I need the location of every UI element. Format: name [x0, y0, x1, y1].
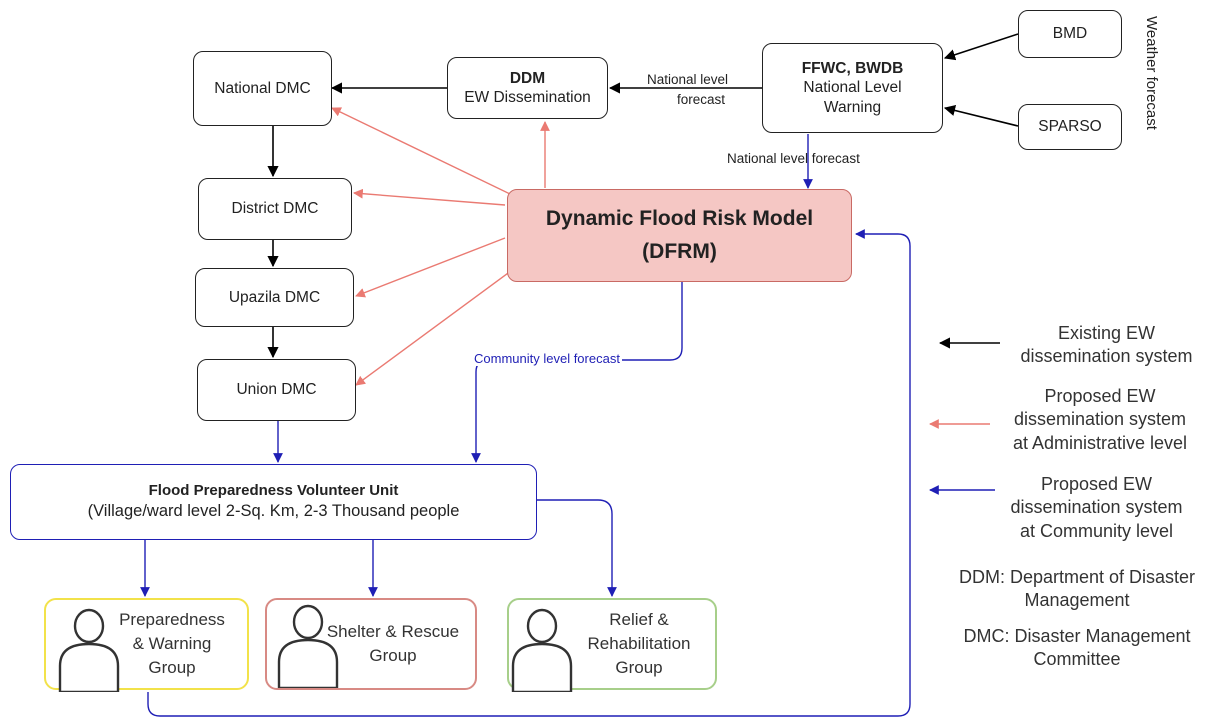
legend-existing-line1: Existing EW: [1057, 323, 1156, 343]
dfrm-line1: Dynamic Flood Risk Model: [545, 206, 814, 230]
preparedness-group-label: Preparedness & Warning Group: [102, 608, 242, 679]
arrow-fpvu-to-relief: [537, 499, 617, 597]
national-dmc-label: National DMC: [214, 79, 311, 97]
union-dmc-box: Union DMC: [197, 359, 356, 421]
arrow-dfrm-to-district-dmc: [353, 188, 506, 206]
upazila-dmc-label: Upazila DMC: [228, 288, 321, 306]
fpvu-subtitle: (Village/ward level 2-Sq. Km, 2-3 Thousa…: [87, 502, 460, 521]
dfrm-box: Dynamic Flood Risk Model (DFRM): [507, 189, 852, 282]
shelter-rescue-group: Shelter & Rescue Group: [265, 598, 477, 690]
arrow-feedback-to-dfrm: [147, 229, 911, 717]
legend-existing-line2: dissemination system: [1020, 346, 1193, 367]
relief-line2: Rehabilitation: [587, 633, 691, 653]
legend-community-line3: at Community level: [1019, 520, 1174, 541]
relief-line3: Group: [615, 657, 663, 677]
person-icon: [511, 608, 573, 692]
arrow-sparso-to-ffwc: [943, 104, 1019, 127]
preparedness-warning-group: Preparedness & Warning Group: [44, 598, 249, 692]
ddm-subtitle: EW Dissemination: [464, 89, 591, 106]
community-forecast-label: Community level forecast: [472, 351, 622, 366]
preparedness-line2: & Warning: [132, 633, 212, 653]
ddm-title: DDM: [509, 69, 546, 87]
legend-existing: Existing EW dissemination system: [1000, 322, 1213, 369]
arrow-bmd-to-ffwc: [943, 33, 1019, 61]
arrow-dfrm-to-union-dmc: [355, 267, 516, 386]
sparso-box: SPARSO: [1018, 104, 1122, 150]
person-icon: [277, 604, 339, 688]
ddm-box: DDM EW Dissemination: [447, 57, 608, 119]
arrow-dfrm-to-upazila-dmc: [355, 237, 506, 298]
ffwc-line3: Warning: [823, 98, 882, 116]
national-forecast-label-a2: forecast: [677, 92, 726, 107]
legend-community: Proposed EW dissemination system at Comm…: [990, 473, 1203, 543]
arrow-dfrm-to-fpvu: [471, 282, 683, 463]
dfrm-line2: (DFRM): [642, 239, 717, 263]
shelter-line1: Shelter & Rescue: [326, 622, 460, 641]
legend-ddm-definition: DDM: Department of Disaster Management: [935, 566, 1219, 613]
legend-community-line1: Proposed EW: [1040, 474, 1153, 494]
bmd-box: BMD: [1018, 10, 1122, 58]
national-forecast-label-b: National level forecast: [727, 151, 860, 166]
shelter-line2: Group: [369, 645, 417, 665]
legend-administrative-line3: at Administrative level: [1012, 432, 1188, 453]
district-dmc-label: District DMC: [231, 200, 319, 218]
bmd-label: BMD: [1052, 25, 1088, 43]
shelter-group-label: Shelter & Rescue Group: [315, 620, 471, 668]
ddm-definition-line1: DDM: Department of Disaster: [958, 567, 1196, 587]
relief-line1: Relief &: [609, 610, 669, 629]
dmc-definition-line2: Committee: [1033, 649, 1121, 670]
person-icon: [58, 608, 120, 692]
ffwc-box: FFWC, BWDB National Level Warning: [762, 43, 943, 133]
preparedness-line3: Group: [148, 657, 196, 677]
legend-dmc-definition: DMC: Disaster Management Committee: [935, 625, 1219, 672]
legend-administrative-line2: dissemination system: [1013, 409, 1187, 430]
relief-rehabilitation-group: Relief & Rehabilitation Group: [507, 598, 717, 692]
ffwc-title: FFWC, BWDB: [801, 59, 904, 77]
national-dmc-box: National DMC: [193, 51, 332, 126]
national-forecast-label-a1: National level: [647, 72, 729, 87]
legend-administrative: Proposed EW dissemination system at Admi…: [980, 385, 1220, 455]
legend-community-line2: dissemination system: [1010, 497, 1183, 518]
fpvu-title: Flood Preparedness Volunteer Unit: [148, 482, 399, 500]
preparedness-line1: Preparedness: [119, 610, 225, 629]
sparso-label: SPARSO: [1038, 118, 1102, 136]
arrow-dfrm-to-national-dmc: [331, 107, 511, 195]
union-dmc-label: Union DMC: [236, 381, 317, 399]
legend-administrative-line1: Proposed EW: [1044, 386, 1156, 406]
relief-group-label: Relief & Rehabilitation Group: [565, 608, 713, 679]
fpvu-box: Flood Preparedness Volunteer Unit (Villa…: [10, 464, 537, 540]
ddm-definition-line2: Management: [1024, 590, 1130, 611]
ffwc-line2: National Level: [803, 79, 902, 97]
weather-forecast-label: Weather forecast: [1143, 16, 1160, 130]
upazila-dmc-box: Upazila DMC: [195, 268, 354, 327]
dmc-definition-line1: DMC: Disaster Management: [963, 626, 1191, 646]
district-dmc-box: District DMC: [198, 178, 352, 240]
